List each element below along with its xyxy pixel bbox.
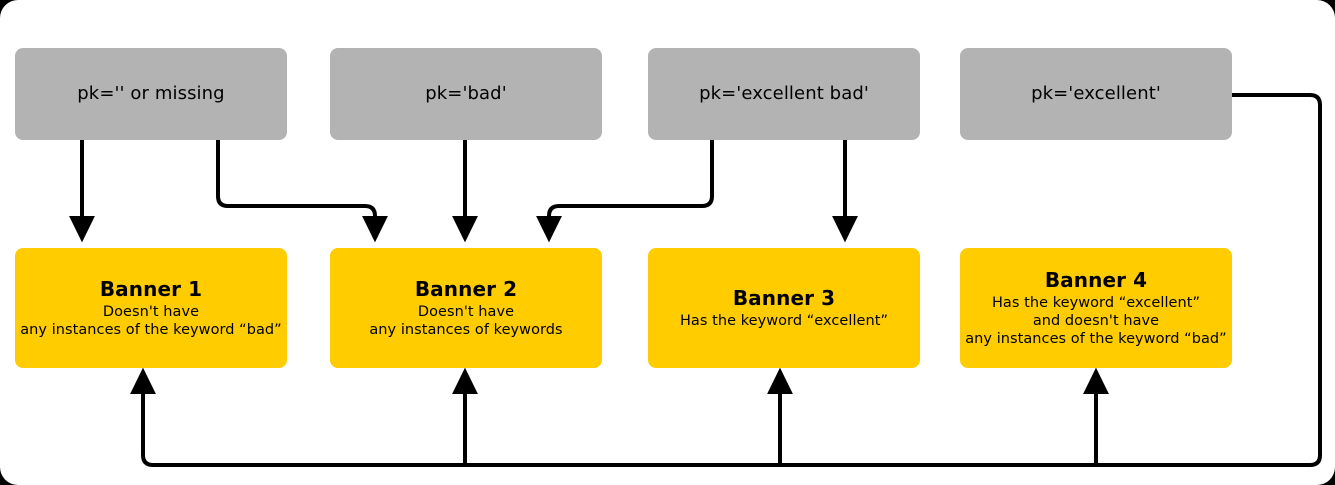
banner-description-4-line-2: and doesn't have — [1032, 312, 1160, 329]
condition-box-2[interactable]: pk='bad' — [330, 48, 602, 140]
condition-box-4[interactable]: pk='excellent' — [960, 48, 1232, 140]
condition-label-1: pk='' or missing — [77, 82, 225, 104]
banner-box-2[interactable]: Banner 2 Doesn't have any instances of k… — [330, 248, 602, 368]
condition-label-3: pk='excellent bad' — [699, 82, 869, 104]
banner-description-1-line-2: any instances of the keyword “bad” — [20, 322, 282, 338]
banner-box-1[interactable]: Banner 1 Doesn't have any instances of t… — [15, 248, 287, 368]
banner-box-3[interactable]: Banner 3 Has the keyword “excellent” — [648, 248, 920, 368]
edge-cond3-banner2 — [536, 140, 714, 243]
banner-description-2-line-2: any instances of keywords — [369, 322, 563, 338]
condition-box-1[interactable]: pk='' or missing — [15, 48, 287, 140]
banner-title-2: Banner 2 — [414, 276, 518, 301]
banner-description-2-line-1: Doesn't have — [417, 303, 515, 320]
banner-title-1: Banner 1 — [99, 276, 203, 301]
banner-description-2: Doesn't have any instances of keywords — [369, 303, 562, 340]
condition-box-3[interactable]: pk='excellent bad' — [648, 48, 920, 140]
banner-description-1-line-1: Doesn't have — [102, 303, 200, 320]
condition-label-4: pk='excellent' — [1031, 82, 1161, 104]
banner-title-3: Banner 3 — [732, 285, 836, 310]
banner-description-3-line-1: Has the keyword “excellent” — [679, 312, 889, 329]
edge-cond1-banner2 — [216, 140, 388, 243]
banner-title-4: Banner 4 — [1044, 267, 1148, 292]
banner-description-1: Doesn't have any instances of the keywor… — [20, 303, 282, 340]
banner-description-3: Has the keyword “excellent” — [680, 312, 888, 330]
banner-description-4-line-3: any instances of the keyword “bad” — [965, 331, 1227, 348]
banner-description-4: Has the keyword “excellent” and doesn't … — [965, 294, 1227, 349]
condition-label-2: pk='bad' — [425, 82, 507, 104]
banner-box-4[interactable]: Banner 4 Has the keyword “excellent” and… — [960, 248, 1232, 368]
banner-description-4-line-1: Has the keyword “excellent” — [991, 294, 1201, 311]
